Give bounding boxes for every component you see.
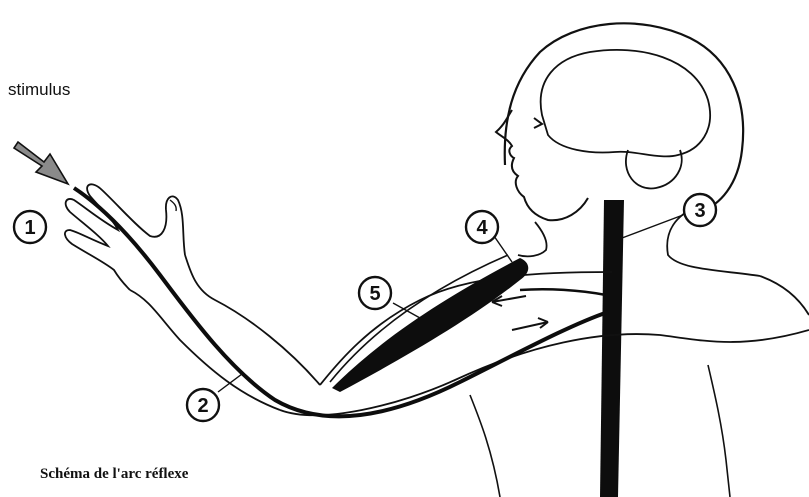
arrow-icon <box>492 296 526 306</box>
brain-outline <box>541 50 710 157</box>
eye <box>534 118 542 128</box>
marker-1: 1 <box>14 211 46 243</box>
diagram-caption: Schéma de l'arc réflexe <box>40 466 188 483</box>
arrow-down-right-icon <box>14 142 68 184</box>
face-profile <box>496 110 588 220</box>
marker-2: 2 <box>187 389 219 421</box>
stimulus-label: stimulus <box>8 80 70 100</box>
forearm-top-outline <box>185 255 320 385</box>
leader-line-4 <box>494 236 512 262</box>
head-outline <box>505 23 743 212</box>
muscle <box>332 258 528 392</box>
marker-3: 3 <box>684 194 716 226</box>
torso-outline <box>708 365 730 497</box>
marker-4: 4 <box>466 211 498 243</box>
neck-front <box>518 222 547 256</box>
svg-text:1: 1 <box>24 217 35 239</box>
chest-line <box>470 395 500 497</box>
svg-text:2: 2 <box>197 395 208 417</box>
svg-text:5: 5 <box>369 283 380 305</box>
motor-nerve <box>520 289 606 295</box>
arrow-icon <box>512 318 548 330</box>
marker-5: 5 <box>359 277 391 309</box>
hand-outline <box>65 184 185 290</box>
svg-text:3: 3 <box>694 200 705 222</box>
svg-text:4: 4 <box>476 217 488 239</box>
thumb-nail <box>170 200 176 211</box>
spinal-cord <box>600 200 624 497</box>
leader-line-3 <box>622 215 683 238</box>
shoulder-top-outline <box>760 276 809 315</box>
